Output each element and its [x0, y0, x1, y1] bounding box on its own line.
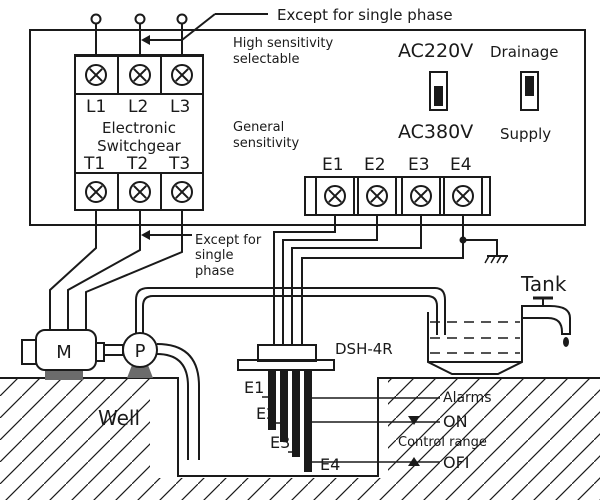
- general-sensitivity-line2: sensitivity: [233, 136, 300, 151]
- electrode-terminal-screw-3: [410, 185, 432, 207]
- electrode-label-e1: E1: [322, 155, 344, 175]
- output-terminal-screw-3: [171, 181, 193, 203]
- well-label: Well: [98, 406, 140, 430]
- electrode-label-e4: E4: [450, 155, 472, 175]
- switchgear-input-l3: L3: [170, 97, 190, 117]
- control-range-label: Control range: [398, 435, 487, 450]
- electrode-terminal-screw-4: [452, 185, 474, 207]
- electrode-terminal-screw-1: [324, 185, 346, 207]
- switchgear-input-l1: L1: [86, 97, 106, 117]
- probe-label-e4: E4: [320, 455, 340, 474]
- electrode-label-e3: E3: [408, 155, 430, 175]
- except-single-phase-bottom-line3: phase: [195, 264, 234, 279]
- input-terminal-screw-3: [171, 64, 193, 86]
- switchgear-name-line1: Electronic: [102, 119, 176, 137]
- motor-wires: [49, 210, 183, 330]
- switchgear-input-l2: L2: [128, 97, 148, 117]
- output-terminal-screw-2: [129, 181, 151, 203]
- motor-label: M: [56, 342, 72, 363]
- single-phase-pointer-bottom: [141, 230, 192, 240]
- except-single-phase-bottom-line1: Except for: [195, 233, 262, 248]
- high-sensitivity-line2: selectable: [233, 52, 299, 67]
- switchgear-output-t3: T3: [168, 154, 190, 174]
- output-terminal-screw-1: [85, 181, 107, 203]
- drainage-supply-switch[interactable]: [520, 71, 539, 111]
- suction-pipe: [156, 343, 200, 460]
- faucet: [521, 296, 571, 347]
- pump: [103, 332, 158, 378]
- earth-ground-symbol: [459, 236, 508, 264]
- input-terminal-screw-2: [129, 64, 151, 86]
- electrode-terminal-block: [304, 176, 491, 216]
- power-input-terminals: [90, 13, 188, 57]
- electrode-terminal-screw-2: [366, 185, 388, 207]
- except-single-phase-bottom-line2: single: [195, 248, 234, 263]
- input-terminal-screw-1: [85, 64, 107, 86]
- electrode-label-e2: E2: [364, 155, 386, 175]
- off-level-marker: [408, 457, 420, 466]
- switchgear-output-t2: T2: [126, 154, 148, 174]
- switchgear-output-t1: T1: [83, 154, 105, 174]
- probe-label-leaders: [262, 396, 296, 453]
- supply-label: Supply: [500, 125, 551, 143]
- high-sensitivity-line1: High sensitivity: [233, 36, 334, 51]
- except-single-phase-top-label: Except for single phase: [277, 6, 453, 24]
- probe-label-e1: E1: [244, 378, 264, 397]
- electrode-terminal-screws: [324, 185, 474, 207]
- off-label: OFI: [443, 453, 470, 472]
- drainage-label: Drainage: [490, 43, 559, 61]
- electrode-wires: [273, 215, 464, 345]
- probe-label-e3: E3: [270, 433, 290, 452]
- tank-label: Tank: [520, 272, 567, 296]
- ac220v-label: AC220V: [398, 40, 473, 62]
- ac380v-label: AC380V: [398, 121, 473, 143]
- probe-label-e2: E2: [256, 404, 276, 423]
- voltage-selector-switch[interactable]: [429, 71, 448, 111]
- general-sensitivity-line1: General: [233, 120, 284, 135]
- single-phase-pointer-top: [141, 13, 268, 45]
- switchgear-name-line2: Switchgear: [97, 137, 182, 155]
- supply-pipe: [135, 287, 446, 335]
- control-box: [29, 29, 586, 226]
- pump-label: P: [135, 341, 146, 362]
- on-level-marker: [408, 416, 420, 425]
- water-tank: [427, 312, 523, 375]
- alarms-label: Alarms: [443, 390, 492, 406]
- level-reference-lines: [312, 397, 440, 463]
- switchgear-screws: [85, 64, 193, 203]
- electrode-probe: [237, 344, 335, 472]
- on-label: ON: [443, 412, 468, 431]
- probe-model-label: DSH-4R: [335, 340, 393, 358]
